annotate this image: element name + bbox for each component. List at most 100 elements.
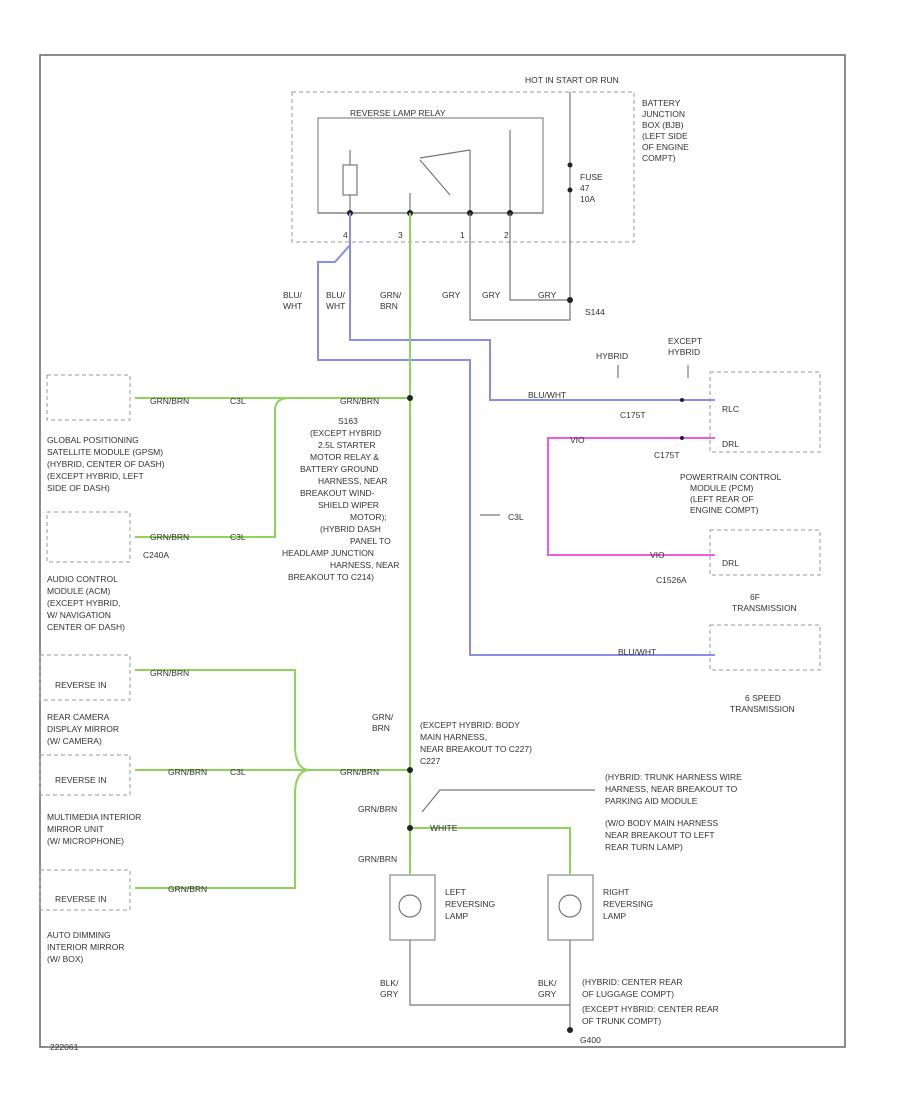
- grn-brn-top-label: GRN/ BRN: [380, 290, 402, 311]
- except-hybrid-label: EXCEPT HYBRID: [668, 336, 702, 357]
- relay-pin-2: 2: [504, 230, 509, 240]
- svg-text:BLK/: BLK/: [538, 978, 557, 988]
- svg-text:TRANSMISSION: TRANSMISSION: [732, 603, 797, 613]
- wire-label-4: GRN/BRN: [168, 767, 207, 777]
- battery-junction-box: HOT IN START OR RUN BATTERY JUNCTION BOX…: [291, 75, 689, 300]
- svg-text:SHIELD WIPER: SHIELD WIPER: [318, 500, 379, 510]
- svg-text:NEAR BREAKOUT TO LEFT: NEAR BREAKOUT TO LEFT: [605, 830, 715, 840]
- reverse-in-3: REVERSE IN: [55, 894, 107, 904]
- blu-wht-label-2: BLU/ WHT: [326, 290, 346, 311]
- svg-text:(W/O BODY MAIN HARNESS: (W/O BODY MAIN HARNESS: [605, 818, 719, 828]
- svg-text:MOTOR RELAY &: MOTOR RELAY &: [310, 452, 379, 462]
- svg-text:HARNESS, NEAR: HARNESS, NEAR: [330, 560, 399, 570]
- relay-coil-icon: [342, 164, 358, 196]
- connector-c175t: C175T: [620, 410, 646, 420]
- svg-text:C227: C227: [420, 756, 441, 766]
- rear-camera-mirror: REVERSE IN REAR CAMERA DISPLAY MIRROR (W…: [39, 654, 131, 746]
- svg-text:(W/ BOX): (W/ BOX): [47, 954, 84, 964]
- wire-gry-1: GRY: [442, 290, 461, 300]
- transmission: 6F TRANSMISSION 6 SPEED TRANSMISSION: [709, 592, 821, 714]
- svg-text:MODULE (PCM): MODULE (PCM): [690, 483, 753, 493]
- splice-s163-note: S163 (EXCEPT HYBRID 2.5L STARTER MOTOR R…: [282, 416, 399, 582]
- svg-text:MULTIMEDIA INTERIOR: MULTIMEDIA INTERIOR: [47, 812, 141, 822]
- relay-name: REVERSE LAMP RELAY: [350, 108, 446, 118]
- svg-text:PANEL TO: PANEL TO: [350, 536, 391, 546]
- gray-wires: GRY GRY GRY S144: [442, 213, 605, 321]
- svg-text:WHT: WHT: [283, 301, 302, 311]
- svg-text:6 SPEED: 6 SPEED: [745, 693, 781, 703]
- svg-text:BLU/: BLU/: [283, 290, 303, 300]
- powertrain-control-module: HYBRID EXCEPT HYBRID RLC DRL C175T C175T…: [596, 336, 821, 585]
- svg-text:HEADLAMP JUNCTION: HEADLAMP JUNCTION: [282, 548, 374, 558]
- svg-text:6F: 6F: [750, 592, 760, 602]
- svg-text:GRN/: GRN/: [380, 290, 402, 300]
- trans-bottom-label: 6 SPEED TRANSMISSION: [730, 693, 795, 714]
- ground-wires: BLK/ GRY BLK/ GRY (HYBRID: CENTER REAR O…: [380, 940, 719, 1045]
- svg-text:BREAKOUT WIND-: BREAKOUT WIND-: [300, 488, 375, 498]
- svg-text:CENTER OF DASH): CENTER OF DASH): [47, 622, 125, 632]
- svg-text:HYBRID: HYBRID: [668, 347, 700, 357]
- svg-text:INTERIOR MIRROR: INTERIOR MIRROR: [47, 942, 124, 952]
- grn-brn-body-label: GRN/ BRN: [372, 712, 394, 733]
- wire-grn-brn-s163: GRN/BRN: [340, 396, 379, 406]
- svg-text:ENGINE COMPT): ENGINE COMPT): [690, 505, 759, 515]
- svg-text:FUSE: FUSE: [580, 172, 603, 182]
- connector-c3l-1: C3L: [230, 396, 246, 406]
- wire-white: WHITE: [430, 823, 458, 833]
- wire-blu-wht-pcm: BLU/WHT: [528, 390, 566, 400]
- hybrid-label: HYBRID: [596, 351, 628, 361]
- svg-text:RIGHT: RIGHT: [603, 887, 629, 897]
- svg-text:LAMP: LAMP: [603, 911, 626, 921]
- connector-c240a: C240A: [143, 550, 169, 560]
- wire-blu-wht-trans: BLU/WHT: [618, 647, 656, 657]
- svg-text:LEFT: LEFT: [445, 887, 466, 897]
- svg-text:EXCEPT: EXCEPT: [668, 336, 702, 346]
- wire-vio-1: VIO: [570, 435, 585, 445]
- pcm-label: POWERTRAIN CONTROL MODULE (PCM) (LEFT RE…: [680, 472, 782, 515]
- svg-text:REAR CAMERA: REAR CAMERA: [47, 712, 110, 722]
- relay-pin-4: 4: [343, 230, 348, 240]
- svg-text:GRY: GRY: [538, 989, 557, 999]
- reverse-in-2: REVERSE IN: [55, 775, 107, 785]
- svg-text:REVERSING: REVERSING: [445, 899, 495, 909]
- svg-text:(HYBRID DASH: (HYBRID DASH: [320, 524, 381, 534]
- svg-text:S163: S163: [338, 416, 358, 426]
- lamp-bulb-icon-right: [558, 894, 582, 918]
- wire-label-2: GRN/BRN: [150, 532, 189, 542]
- svg-text:10A: 10A: [580, 194, 595, 204]
- svg-text:NEAR BREAKOUT TO C227): NEAR BREAKOUT TO C227): [420, 744, 532, 754]
- svg-text:(EXCEPT HYBRID, LEFT: (EXCEPT HYBRID, LEFT: [47, 471, 144, 481]
- svg-text:COMPT): COMPT): [642, 153, 676, 163]
- connector-c175t-2: C175T: [654, 450, 680, 460]
- svg-text:POWERTRAIN CONTROL: POWERTRAIN CONTROL: [680, 472, 782, 482]
- wire-gry-3: GRY: [538, 290, 557, 300]
- svg-text:MOTOR);: MOTOR);: [350, 512, 387, 522]
- svg-text:BATTERY: BATTERY: [642, 98, 681, 108]
- svg-text:(EXCEPT HYBRID: CENTER REAR: (EXCEPT HYBRID: CENTER REAR: [582, 1004, 719, 1014]
- relay-pin-3: 3: [398, 230, 403, 240]
- svg-text:(EXCEPT HYBRID,: (EXCEPT HYBRID,: [47, 598, 121, 608]
- svg-text:2.5L STARTER: 2.5L STARTER: [318, 440, 375, 450]
- connector-c3l: C3L: [508, 512, 524, 522]
- pink-wire: VIO VIO: [547, 435, 715, 560]
- right-reversing-lamp: RIGHT REVERSING LAMP: [547, 874, 653, 941]
- wire-gry-2: GRY: [482, 290, 501, 300]
- auto-dimming-mirror: REVERSE IN AUTO DIMMING INTERIOR MIRROR …: [39, 869, 131, 964]
- svg-text:BRN: BRN: [372, 723, 390, 733]
- trans-top-label: 6F TRANSMISSION: [732, 592, 797, 613]
- svg-text:(HYBRID: CENTER REAR: (HYBRID: CENTER REAR: [582, 977, 683, 987]
- svg-text:GLOBAL POSITIONING: GLOBAL POSITIONING: [47, 435, 139, 445]
- svg-text:LAMP: LAMP: [445, 911, 468, 921]
- svg-text:OF LUGGAGE COMPT): OF LUGGAGE COMPT): [582, 989, 674, 999]
- svg-text:HARNESS, NEAR: HARNESS, NEAR: [318, 476, 387, 486]
- bjb-label: BATTERY JUNCTION BOX (BJB) (LEFT SIDE OF…: [642, 98, 689, 163]
- svg-text:SATELLITE MODULE (GPSM): SATELLITE MODULE (GPSM): [47, 447, 163, 457]
- svg-text:(EXCEPT HYBRID: BODY: (EXCEPT HYBRID: BODY: [420, 720, 520, 730]
- gps-module: GLOBAL POSITIONING SATELLITE MODULE (GPS…: [46, 374, 165, 493]
- svg-text:(W/ CAMERA): (W/ CAMERA): [47, 736, 102, 746]
- svg-text:W/ NAVIGATION: W/ NAVIGATION: [47, 610, 111, 620]
- svg-text:OF ENGINE: OF ENGINE: [642, 142, 689, 152]
- relay-pin-1: 1: [460, 230, 465, 240]
- pcm-pin-rlc: RLC: [722, 404, 739, 414]
